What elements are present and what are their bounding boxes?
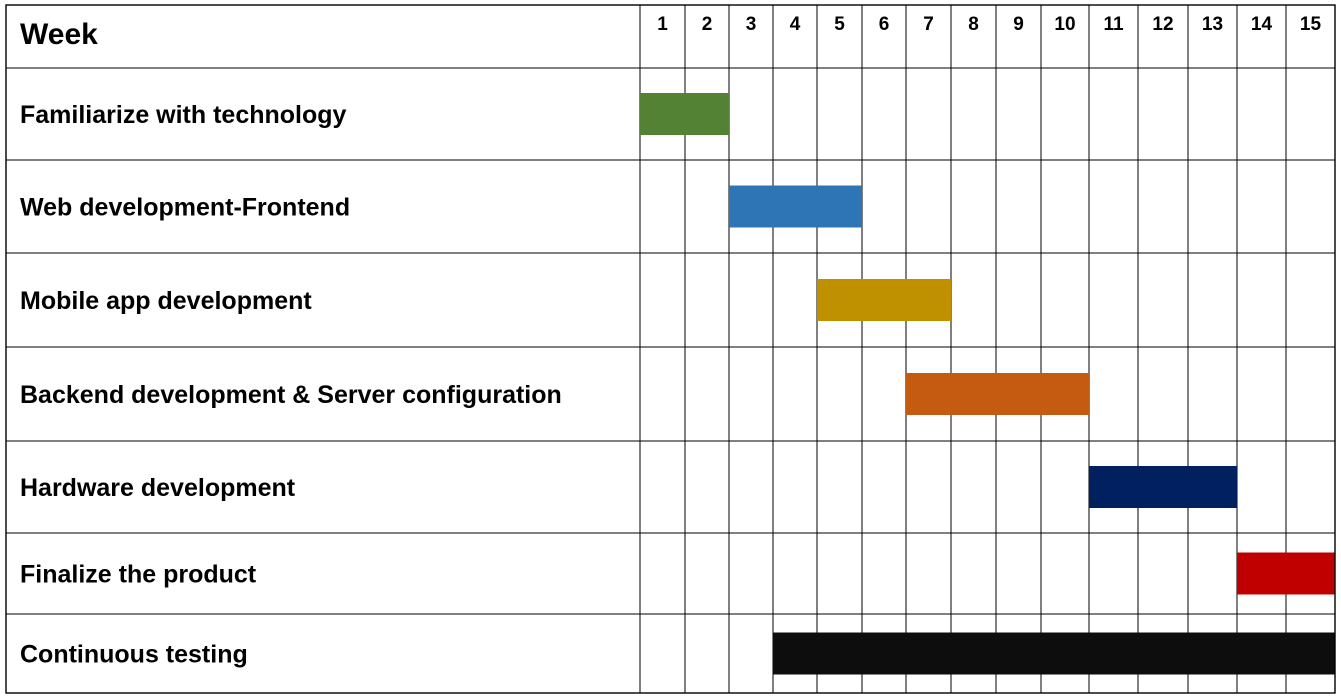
task-label: Continuous testing (20, 641, 248, 669)
header-label: Week (20, 18, 98, 51)
week-label: 10 (1054, 14, 1075, 35)
week-label: 1 (657, 14, 668, 35)
week-label: 6 (879, 14, 890, 35)
task-bar (817, 279, 951, 321)
week-label: 4 (790, 14, 801, 35)
task-bar (1237, 552, 1335, 595)
week-label: 9 (1013, 14, 1024, 35)
task-label: Web development-Frontend (20, 194, 350, 222)
task-label: Finalize the product (20, 561, 257, 589)
task-label: Hardware development (20, 474, 296, 502)
week-label: 5 (834, 14, 845, 35)
week-label: 7 (923, 14, 934, 35)
task-bar (773, 632, 1335, 675)
week-label: 11 (1103, 14, 1124, 35)
week-label: 3 (746, 14, 757, 35)
week-label: 12 (1152, 14, 1173, 35)
week-label: 14 (1251, 14, 1273, 35)
week-label: 13 (1202, 14, 1223, 35)
task-bar (906, 373, 1089, 415)
task-label: Mobile app development (20, 287, 312, 315)
task-bar (729, 185, 862, 228)
week-label: 15 (1300, 14, 1322, 35)
task-label: Familiarize with technology (20, 101, 347, 129)
task-bar (640, 93, 729, 135)
week-label: 8 (968, 14, 979, 35)
week-label: 2 (702, 14, 713, 35)
task-bars (640, 93, 1335, 675)
task-label: Backend development & Server configurati… (20, 381, 562, 409)
task-bar (1089, 466, 1237, 508)
table-border (5, 4, 1336, 694)
